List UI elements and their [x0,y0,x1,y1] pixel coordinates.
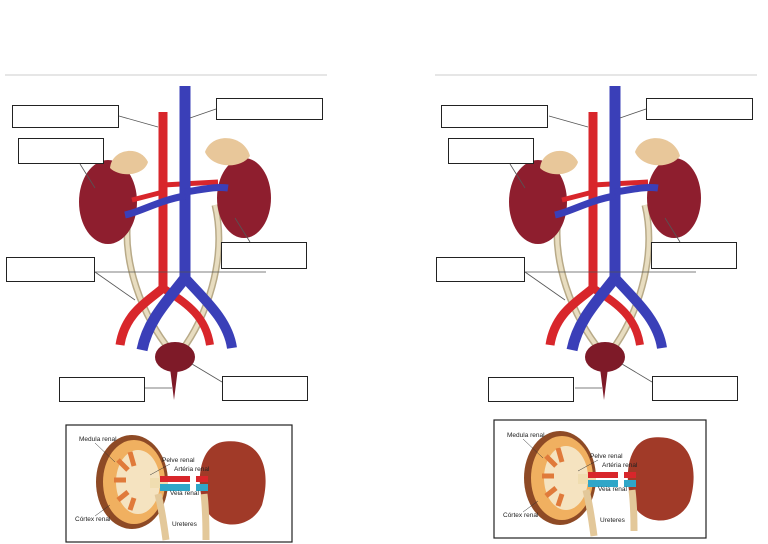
urinary-system-illustration: Medula renal Pelve renal Artéria renal V… [435,74,757,539]
answer-box-vena-cava[interactable] [216,98,323,120]
answer-box-renal-vein[interactable] [221,242,307,269]
answer-box-bladder[interactable] [652,376,738,401]
inset-label-artery: Artéria renal [602,462,638,469]
kidney-left [79,160,137,244]
adrenal-right [205,138,250,166]
answer-box-bladder[interactable] [222,376,308,401]
answer-box-ureter[interactable] [6,257,95,282]
answer-box-urethra[interactable] [59,377,145,402]
inset-label-ureters: Ureteres [172,521,198,528]
inset-label-medulla: Medula renal [507,432,545,439]
answer-box-ureter[interactable] [436,257,525,282]
inset-label-cortex: Córtex renal [75,516,111,523]
kidney-right [217,158,271,238]
inset-label-vein: Veia renal [598,486,627,493]
urethra [600,368,608,400]
kidney-section [524,431,618,537]
inset-label-ureters: Ureteres [600,517,626,524]
adrenal-left [540,150,578,175]
answer-box-renal-vein[interactable] [651,242,737,269]
adrenal-right [635,138,680,166]
bladder [585,342,625,372]
inset-label-pelvis: Pelve renal [162,457,195,464]
aorta [545,112,598,346]
adrenal-left [110,150,148,175]
inset-label-cortex: Córtex renal [503,512,539,519]
diagram-panel-left: Medula renal Pelve renal Artéria renal V… [5,74,327,543]
answer-box-urethra[interactable] [488,377,574,402]
bladder [155,342,195,372]
urethra [170,368,178,400]
kidney-exterior [627,437,694,521]
kidney-left [509,160,567,244]
kidney-exterior [199,441,266,525]
urinary-system-illustration: Medula renal Pelve renal Artéria renal V… [5,74,327,543]
aorta [115,112,168,346]
kidney-section [96,435,190,541]
inset-label-medulla: Medula renal [79,436,117,443]
answer-box-kidney[interactable] [18,138,104,164]
diagram-panel-right: Medula renal Pelve renal Artéria renal V… [384,0,768,544]
inset-label-artery: Artéria renal [174,466,210,473]
inset-label-pelvis: Pelve renal [590,453,623,460]
answer-box-aorta[interactable] [441,105,548,128]
answer-box-kidney[interactable] [448,138,534,164]
kidney-right [647,158,701,238]
inset-label-vein: Veia renal [170,490,199,497]
answer-box-aorta[interactable] [12,105,119,128]
answer-box-vena-cava[interactable] [646,98,753,120]
